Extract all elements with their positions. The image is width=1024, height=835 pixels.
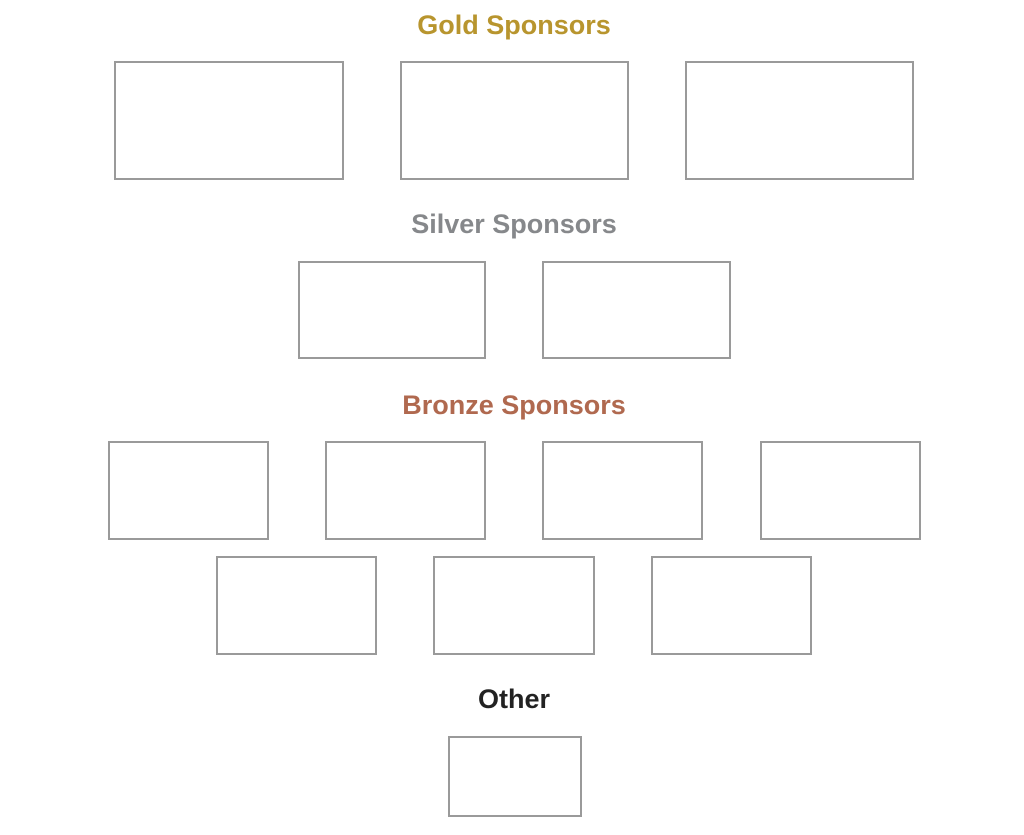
bronze-sponsors-heading: Bronze Sponsors	[402, 390, 626, 420]
bronze-sponsor-logo-4[interactable]	[760, 441, 921, 540]
bronze-sponsor-logo-5[interactable]	[216, 556, 377, 655]
gold-sponsor-logo-2[interactable]	[400, 61, 629, 180]
gold-sponsors-heading: Gold Sponsors	[417, 10, 611, 40]
gold-sponsor-logo-3[interactable]	[685, 61, 914, 180]
other-sponsor-logo-1[interactable]	[448, 736, 582, 817]
other-sponsors-heading: Other	[477, 684, 550, 714]
bronze-sponsor-logo-3[interactable]	[542, 441, 703, 540]
bronze-sponsor-logo-2[interactable]	[325, 441, 486, 540]
bronze-sponsor-logo-7[interactable]	[651, 556, 812, 655]
bronze-sponsor-logo-1[interactable]	[108, 441, 269, 540]
bronze-sponsor-logo-6[interactable]	[433, 556, 595, 655]
silver-sponsor-logo-1[interactable]	[298, 261, 486, 359]
silver-sponsors-heading: Silver Sponsors	[411, 209, 617, 239]
gold-sponsor-logo-1[interactable]	[114, 61, 344, 180]
silver-sponsor-logo-2[interactable]	[542, 261, 731, 359]
